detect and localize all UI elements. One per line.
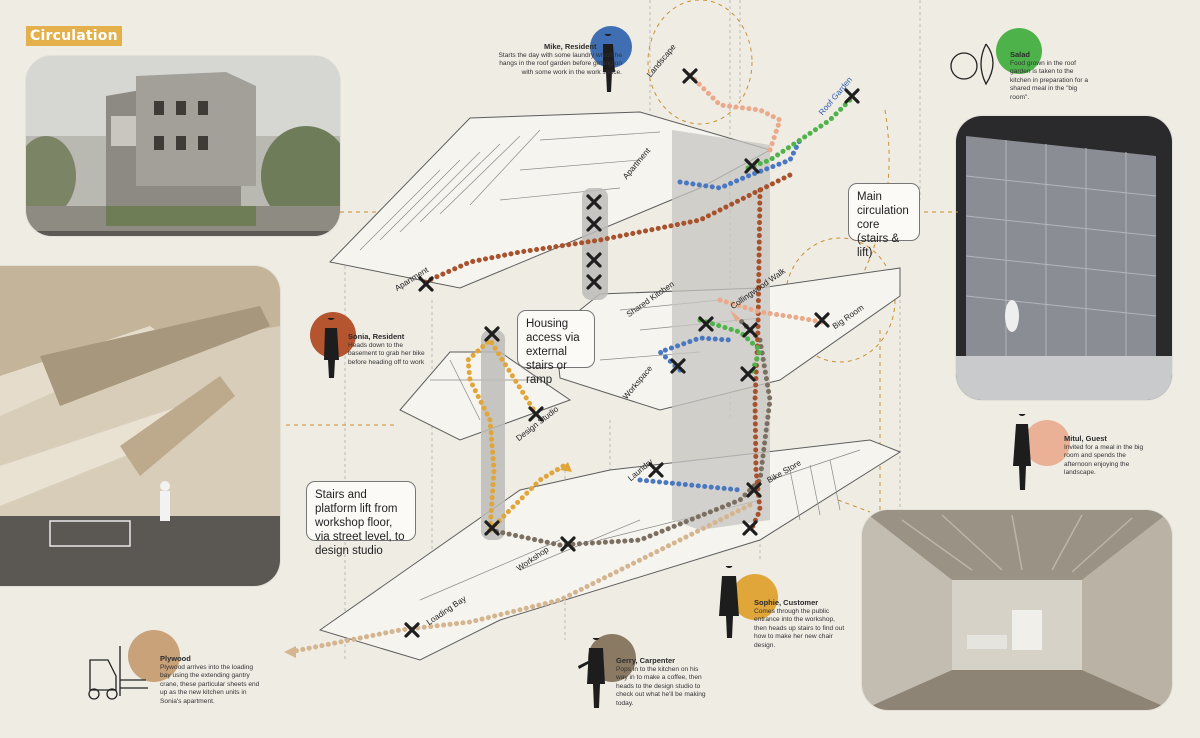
persona-desc: Heads down to the basement to grab her b… [348, 342, 425, 366]
forklift-icon [88, 646, 148, 700]
persona-plywood: Plywood Plywood arrives into the loading… [70, 630, 270, 714]
callout-stairs-platform: Stairs and platform lift from workshop f… [306, 481, 416, 557]
persona-desc: Comes through the public entrance into t… [754, 608, 845, 649]
route-sonia [422, 172, 793, 531]
persona-sophie: Sophie, Customer Comes through the publi… [714, 566, 864, 650]
big-room-interior-photo [862, 510, 1172, 710]
persona-disc [1024, 420, 1070, 466]
figure-icon [578, 638, 605, 708]
persona-name: Plywood [160, 654, 191, 663]
persona-desc: Invited for a meal in the big room and s… [1064, 444, 1144, 477]
persona-gerry: Gerry, Carpenter Pops in to the kitchen … [570, 634, 720, 718]
core-render-photo [956, 116, 1172, 400]
callout-housing-access: Housing access via external stairs or ra… [517, 310, 595, 386]
persona-desc: Plywood arrives into the loading bay usi… [160, 664, 260, 705]
figure-icon [324, 318, 339, 378]
route-mike [637, 137, 803, 493]
persona-mitul: Mitul, Guest Invited for a meal in the b… [1000, 408, 1160, 494]
workshop-interior-photo [0, 266, 280, 586]
vegetable-icon [950, 43, 994, 86]
page-title: Circulation [26, 26, 122, 46]
route-plywood [287, 502, 753, 655]
persona-name: Gerry, Carpenter [616, 656, 676, 665]
persona-salad: Salad Food grown in the roof garden is t… [946, 26, 1096, 106]
persona-name: Mitul, Guest [1064, 434, 1107, 443]
persona-name: Sonia, Resident [348, 332, 405, 341]
persona-mike: Mike, Resident Starts the day with some … [498, 24, 638, 114]
persona-desc: Food grown in the roof garden is taken t… [1010, 60, 1089, 101]
persona-disc [996, 28, 1042, 74]
persona-desc: Pops in to the kitchen on his way in to … [616, 666, 706, 707]
studio-stair-core [481, 330, 505, 540]
exterior-render-photo [26, 56, 340, 236]
housing-stair-core [582, 188, 608, 300]
cross-marker-group [404, 68, 860, 638]
route-salad [697, 97, 853, 375]
callout-main-core: Main circulation core (stairs & lift) [848, 183, 920, 259]
persona-name: Sophie, Customer [754, 598, 819, 607]
figure-icon [719, 566, 739, 638]
persona-name: Mike, Resident [544, 42, 597, 51]
main-core [672, 130, 770, 530]
persona-disc [732, 574, 778, 620]
persona-name: Salad [1010, 50, 1031, 59]
persona-desc: Starts the day with some laundry which h… [498, 52, 622, 76]
persona-sonia: Sonia, Resident Heads down to the baseme… [308, 312, 428, 384]
figure-icon [1013, 414, 1031, 490]
persona-disc [128, 630, 180, 682]
route-gerry [487, 317, 773, 548]
route-mitul [687, 72, 825, 325]
figure-icon [603, 34, 615, 92]
route-sophie [465, 336, 568, 533]
arrow-marker [284, 310, 740, 658]
